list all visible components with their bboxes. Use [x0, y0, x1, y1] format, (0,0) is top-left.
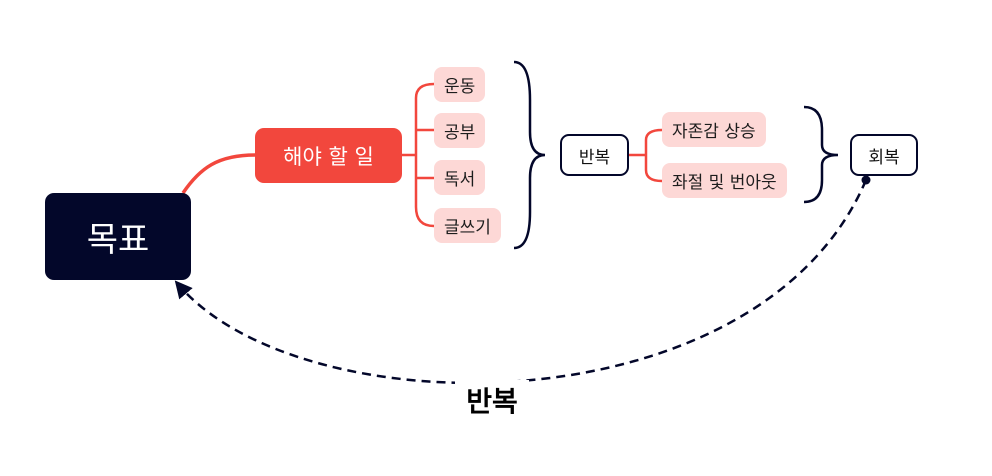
- root-to-branch-connector: [181, 153, 256, 194]
- task-node-reading[interactable]: 독서: [434, 160, 486, 195]
- loop-label: 반복: [455, 380, 529, 420]
- task-node-exercise[interactable]: 운동: [434, 67, 486, 102]
- recovery-node[interactable]: 회복: [850, 134, 918, 176]
- loop-start-dot: [861, 175, 871, 185]
- task-label: 공부: [444, 123, 476, 143]
- task-node-writing[interactable]: 글쓰기: [434, 208, 501, 243]
- repeat-node[interactable]: 반복: [560, 134, 629, 176]
- task-label: 운동: [444, 77, 476, 97]
- root-node[interactable]: 목표: [45, 193, 191, 280]
- repeat-label: 반복: [578, 147, 611, 168]
- outcome-node-burnout[interactable]: 좌절 및 번아웃: [662, 163, 787, 198]
- task-node-study[interactable]: 공부: [434, 113, 486, 148]
- branch-to-tasks-connector: [402, 82, 435, 228]
- tasks-brace: [513, 60, 546, 250]
- loop-back-arrow: [174, 179, 868, 385]
- task-label: 글쓰기: [444, 218, 491, 238]
- recovery-label: 회복: [868, 147, 900, 168]
- task-label: 독서: [444, 170, 476, 190]
- outcomes-brace: [803, 105, 839, 204]
- outcome-node-self-esteem[interactable]: 자존감 상승: [662, 112, 766, 147]
- repeat-to-outcomes-connector: [629, 128, 663, 183]
- main-branch-node[interactable]: 해야 할 일: [255, 128, 402, 183]
- main-branch-label: 해야 할 일: [283, 144, 374, 169]
- outcome-label: 자존감 상승: [672, 122, 756, 142]
- root-label: 목표: [86, 220, 150, 260]
- outcome-label: 좌절 및 번아웃: [672, 173, 777, 193]
